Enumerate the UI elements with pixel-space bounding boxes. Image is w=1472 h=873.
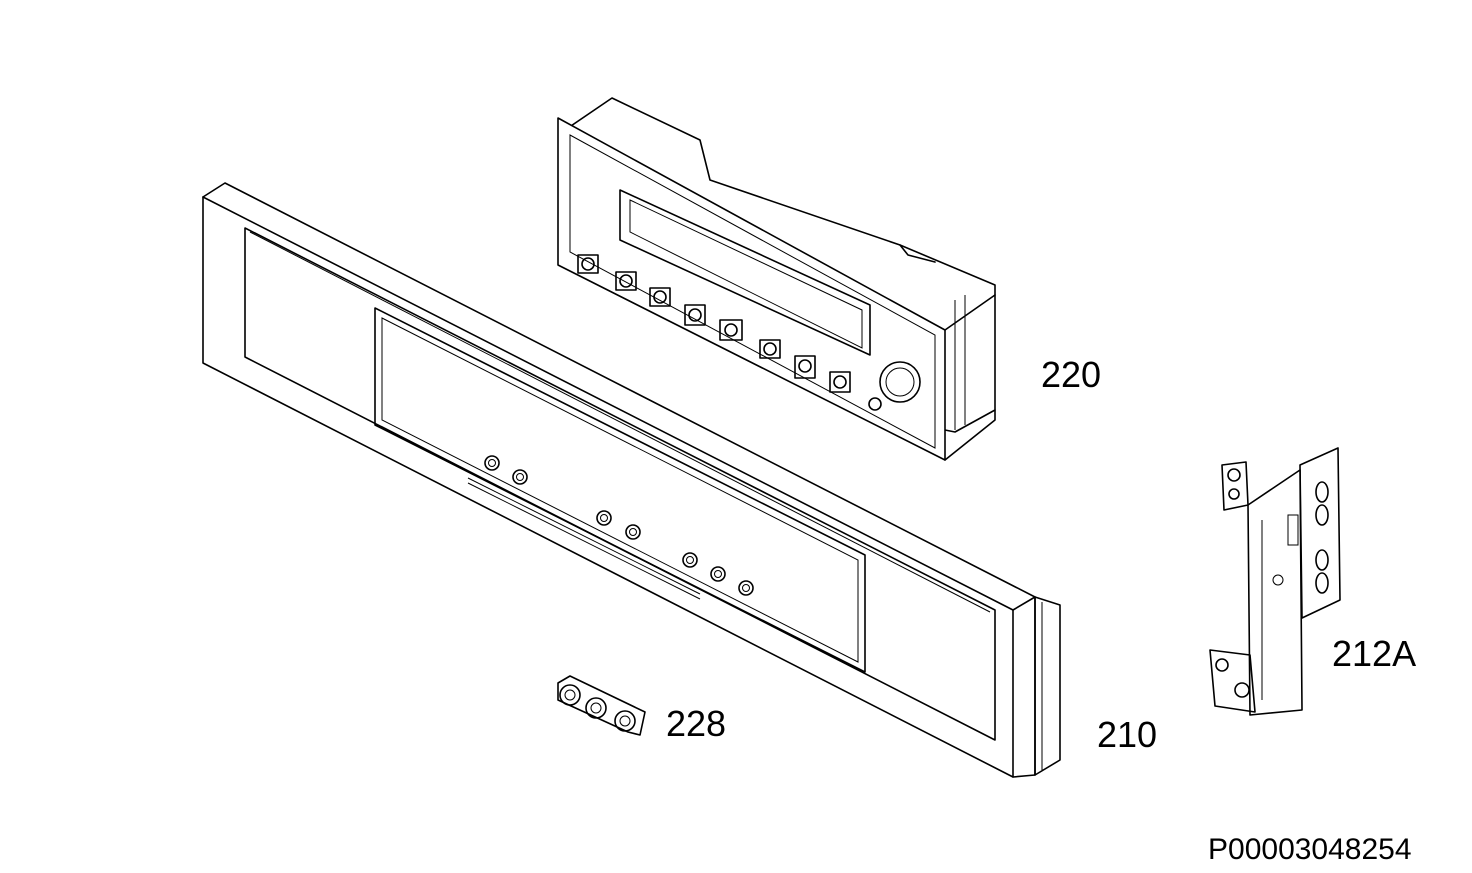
control-panel-fascia-drawing: [202, 182, 1061, 778]
fascia-inner-border: [244, 227, 996, 741]
bracket-top-tab: [1221, 461, 1249, 511]
fascia-button-holes: [484, 455, 754, 596]
module-display-opening: [619, 189, 871, 356]
part-label-mounting-bracket: 212A: [1332, 633, 1417, 674]
fascia-end-cap: [1034, 596, 1061, 776]
bracket-arm: [1247, 469, 1303, 716]
part-label-control-module: 220: [1041, 354, 1102, 395]
display-window: [374, 307, 866, 673]
module-switches: [577, 254, 882, 411]
mounting-bracket-drawing: [1209, 447, 1341, 716]
button-cluster-drawing: [557, 675, 646, 736]
module-rotary-encoder: [879, 361, 921, 403]
control-module-drawing: [557, 97, 996, 461]
part-label-control-panel-fascia: 210: [1097, 714, 1158, 755]
drawing-reference-code: P00003048254: [1208, 833, 1412, 866]
part-label-button-cluster: 228: [666, 703, 727, 744]
bracket-bottom-tab: [1209, 649, 1256, 713]
